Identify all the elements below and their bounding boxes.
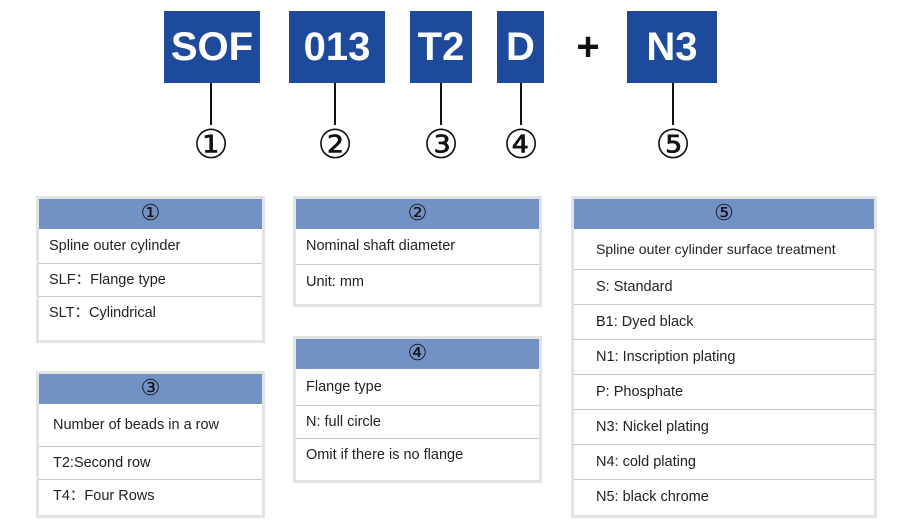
code-part-013: 013 — [289, 11, 385, 83]
panel-4: ④ Flange type N: full circle Omit if the… — [296, 339, 539, 471]
marker-1: ① — [193, 122, 229, 168]
panel-3-row: T2:Second row — [39, 447, 262, 480]
panel-4-frame — [293, 336, 542, 483]
panel-5-row: N3: Nickel plating — [574, 410, 874, 445]
panel-1-frame — [36, 196, 265, 343]
code-part-sof: SOF — [164, 11, 260, 83]
panel-1-row: SLF：Flange type — [39, 264, 262, 297]
panel-2-row: Unit: mm — [306, 274, 364, 290]
panel-3-header: ③ — [39, 374, 262, 404]
panel-4-row: Omit if there is no flange — [306, 447, 464, 463]
marker-4: ④ — [503, 122, 539, 168]
panel-5-row: N4: cold plating — [574, 445, 874, 480]
connector-line-4 — [520, 83, 522, 125]
panel-2-header: ② — [296, 199, 539, 229]
marker-2: ② — [317, 122, 353, 168]
panel-3: ③ Number of beads in a row T2:Second row… — [39, 374, 262, 512]
panel-1-header: ① — [39, 199, 262, 229]
panel-3-row: T4：Four Rows — [53, 488, 155, 504]
marker-5: ⑤ — [655, 122, 691, 168]
panel-5-row: N1: Inscription plating — [574, 340, 874, 375]
connector-line-5 — [672, 83, 674, 125]
code-part-d: D — [497, 11, 544, 83]
code-part-t2: T2 — [410, 11, 472, 83]
panel-5-row: Spline outer cylinder surface treatment — [574, 229, 874, 270]
panel-5-row: S: Standard — [574, 270, 874, 305]
panel-2: ② Nominal shaft diameter Unit: mm — [296, 199, 539, 300]
panel-5-row: P: Phosphate — [574, 375, 874, 410]
panel-1-row: Spline outer cylinder — [39, 229, 262, 264]
panel-2-row: Nominal shaft diameter — [296, 229, 539, 265]
panel-1-row: SLT：Cylindrical — [49, 305, 156, 321]
marker-3: ③ — [423, 122, 459, 168]
panel-1: ① Spline outer cylinder SLF：Flange type … — [39, 199, 262, 329]
panel-5-row: N5: black chrome — [596, 489, 709, 505]
connector-line-2 — [334, 83, 336, 125]
panel-4-row: Flange type — [296, 369, 539, 406]
panel-4-row: N: full circle — [296, 406, 539, 439]
panel-5: ⑤ Spline outer cylinder surface treatmen… — [574, 199, 874, 514]
panel-3-row: Number of beads in a row — [39, 404, 262, 447]
plus-sign: + — [576, 25, 600, 69]
connector-line-1 — [210, 83, 212, 125]
panel-3-frame — [36, 371, 265, 518]
code-part-n3: N3 — [627, 11, 717, 83]
panel-5-header: ⑤ — [574, 199, 874, 229]
panel-4-header: ④ — [296, 339, 539, 369]
panel-5-row: B1: Dyed black — [574, 305, 874, 340]
connector-line-3 — [440, 83, 442, 125]
panel-5-frame — [571, 196, 877, 518]
panel-2-frame — [293, 196, 542, 307]
